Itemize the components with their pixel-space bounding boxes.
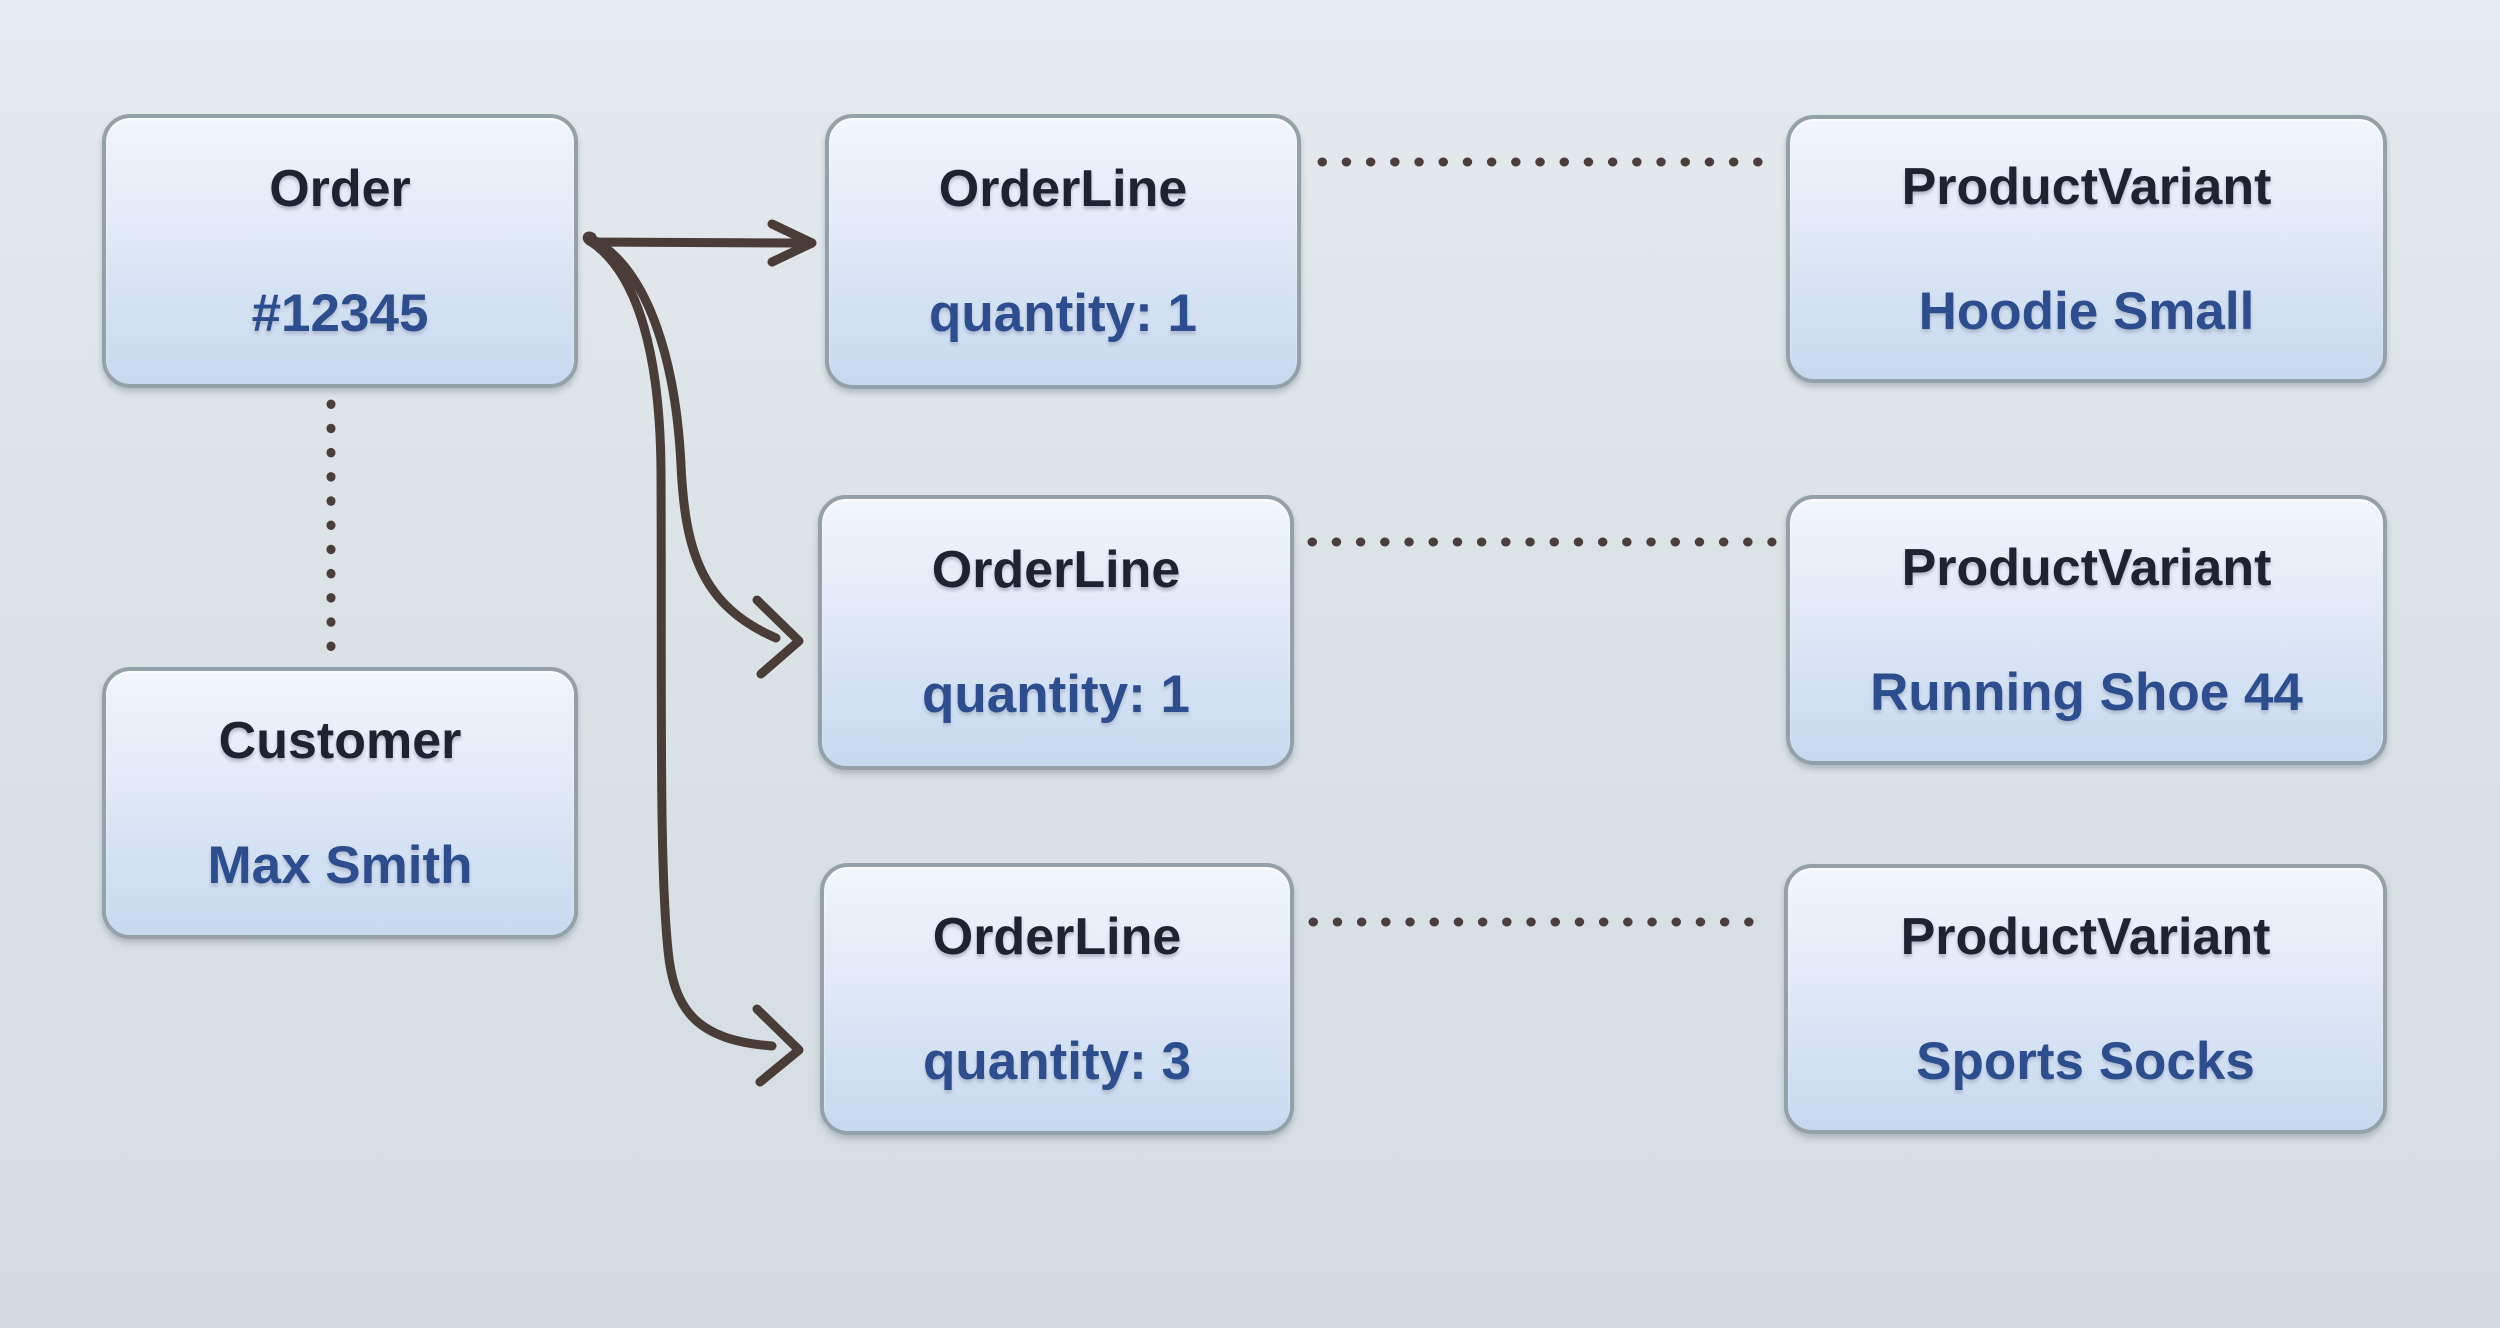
arrow-shaft [582,231,805,248]
node-title: ProductVariant [1900,907,2271,966]
arrow-shaft [587,234,781,643]
order-to-orderline-2-arrow [587,234,804,679]
node-value: Max Smith [207,835,473,895]
arrowhead-icon [752,1004,804,1087]
order-to-orderline-1-arrow [582,219,817,267]
node-title: OrderLine [931,541,1181,599]
orderline-1-node: OrderLine quantity: 1 [825,114,1301,389]
arrowhead-icon [752,595,804,679]
node-value: quantity: 1 [929,284,1197,343]
customer-node: Customer Max Smith [102,667,578,939]
node-value: #12345 [251,283,429,343]
order-node: Order #12345 [102,114,578,388]
node-value: quantity: 3 [923,1031,1191,1091]
arrow-shaft [585,236,777,1051]
orderline-3-node: OrderLine quantity: 3 [820,863,1294,1135]
node-title: ProductVariant [1901,157,2272,216]
node-value: quantity: 1 [922,665,1190,724]
node-title: OrderLine [938,160,1188,218]
node-value: Hoodie Small [1918,281,2255,341]
node-title: Customer [218,711,462,770]
orderline-2-node: OrderLine quantity: 1 [818,495,1294,770]
order-to-orderline-3-arrow [585,236,804,1087]
node-title: ProductVariant [1901,538,2272,597]
node-value: Running Shoe 44 [1870,662,2303,722]
node-title: Order [269,159,411,218]
node-title: OrderLine [932,907,1182,966]
productvariant-2-node: ProductVariant Running Shoe 44 [1786,495,2387,765]
productvariant-1-node: ProductVariant Hoodie Small [1786,115,2387,383]
productvariant-3-node: ProductVariant Sports Socks [1784,864,2387,1134]
arrowhead-icon [767,219,817,267]
node-value: Sports Socks [1916,1031,2255,1091]
